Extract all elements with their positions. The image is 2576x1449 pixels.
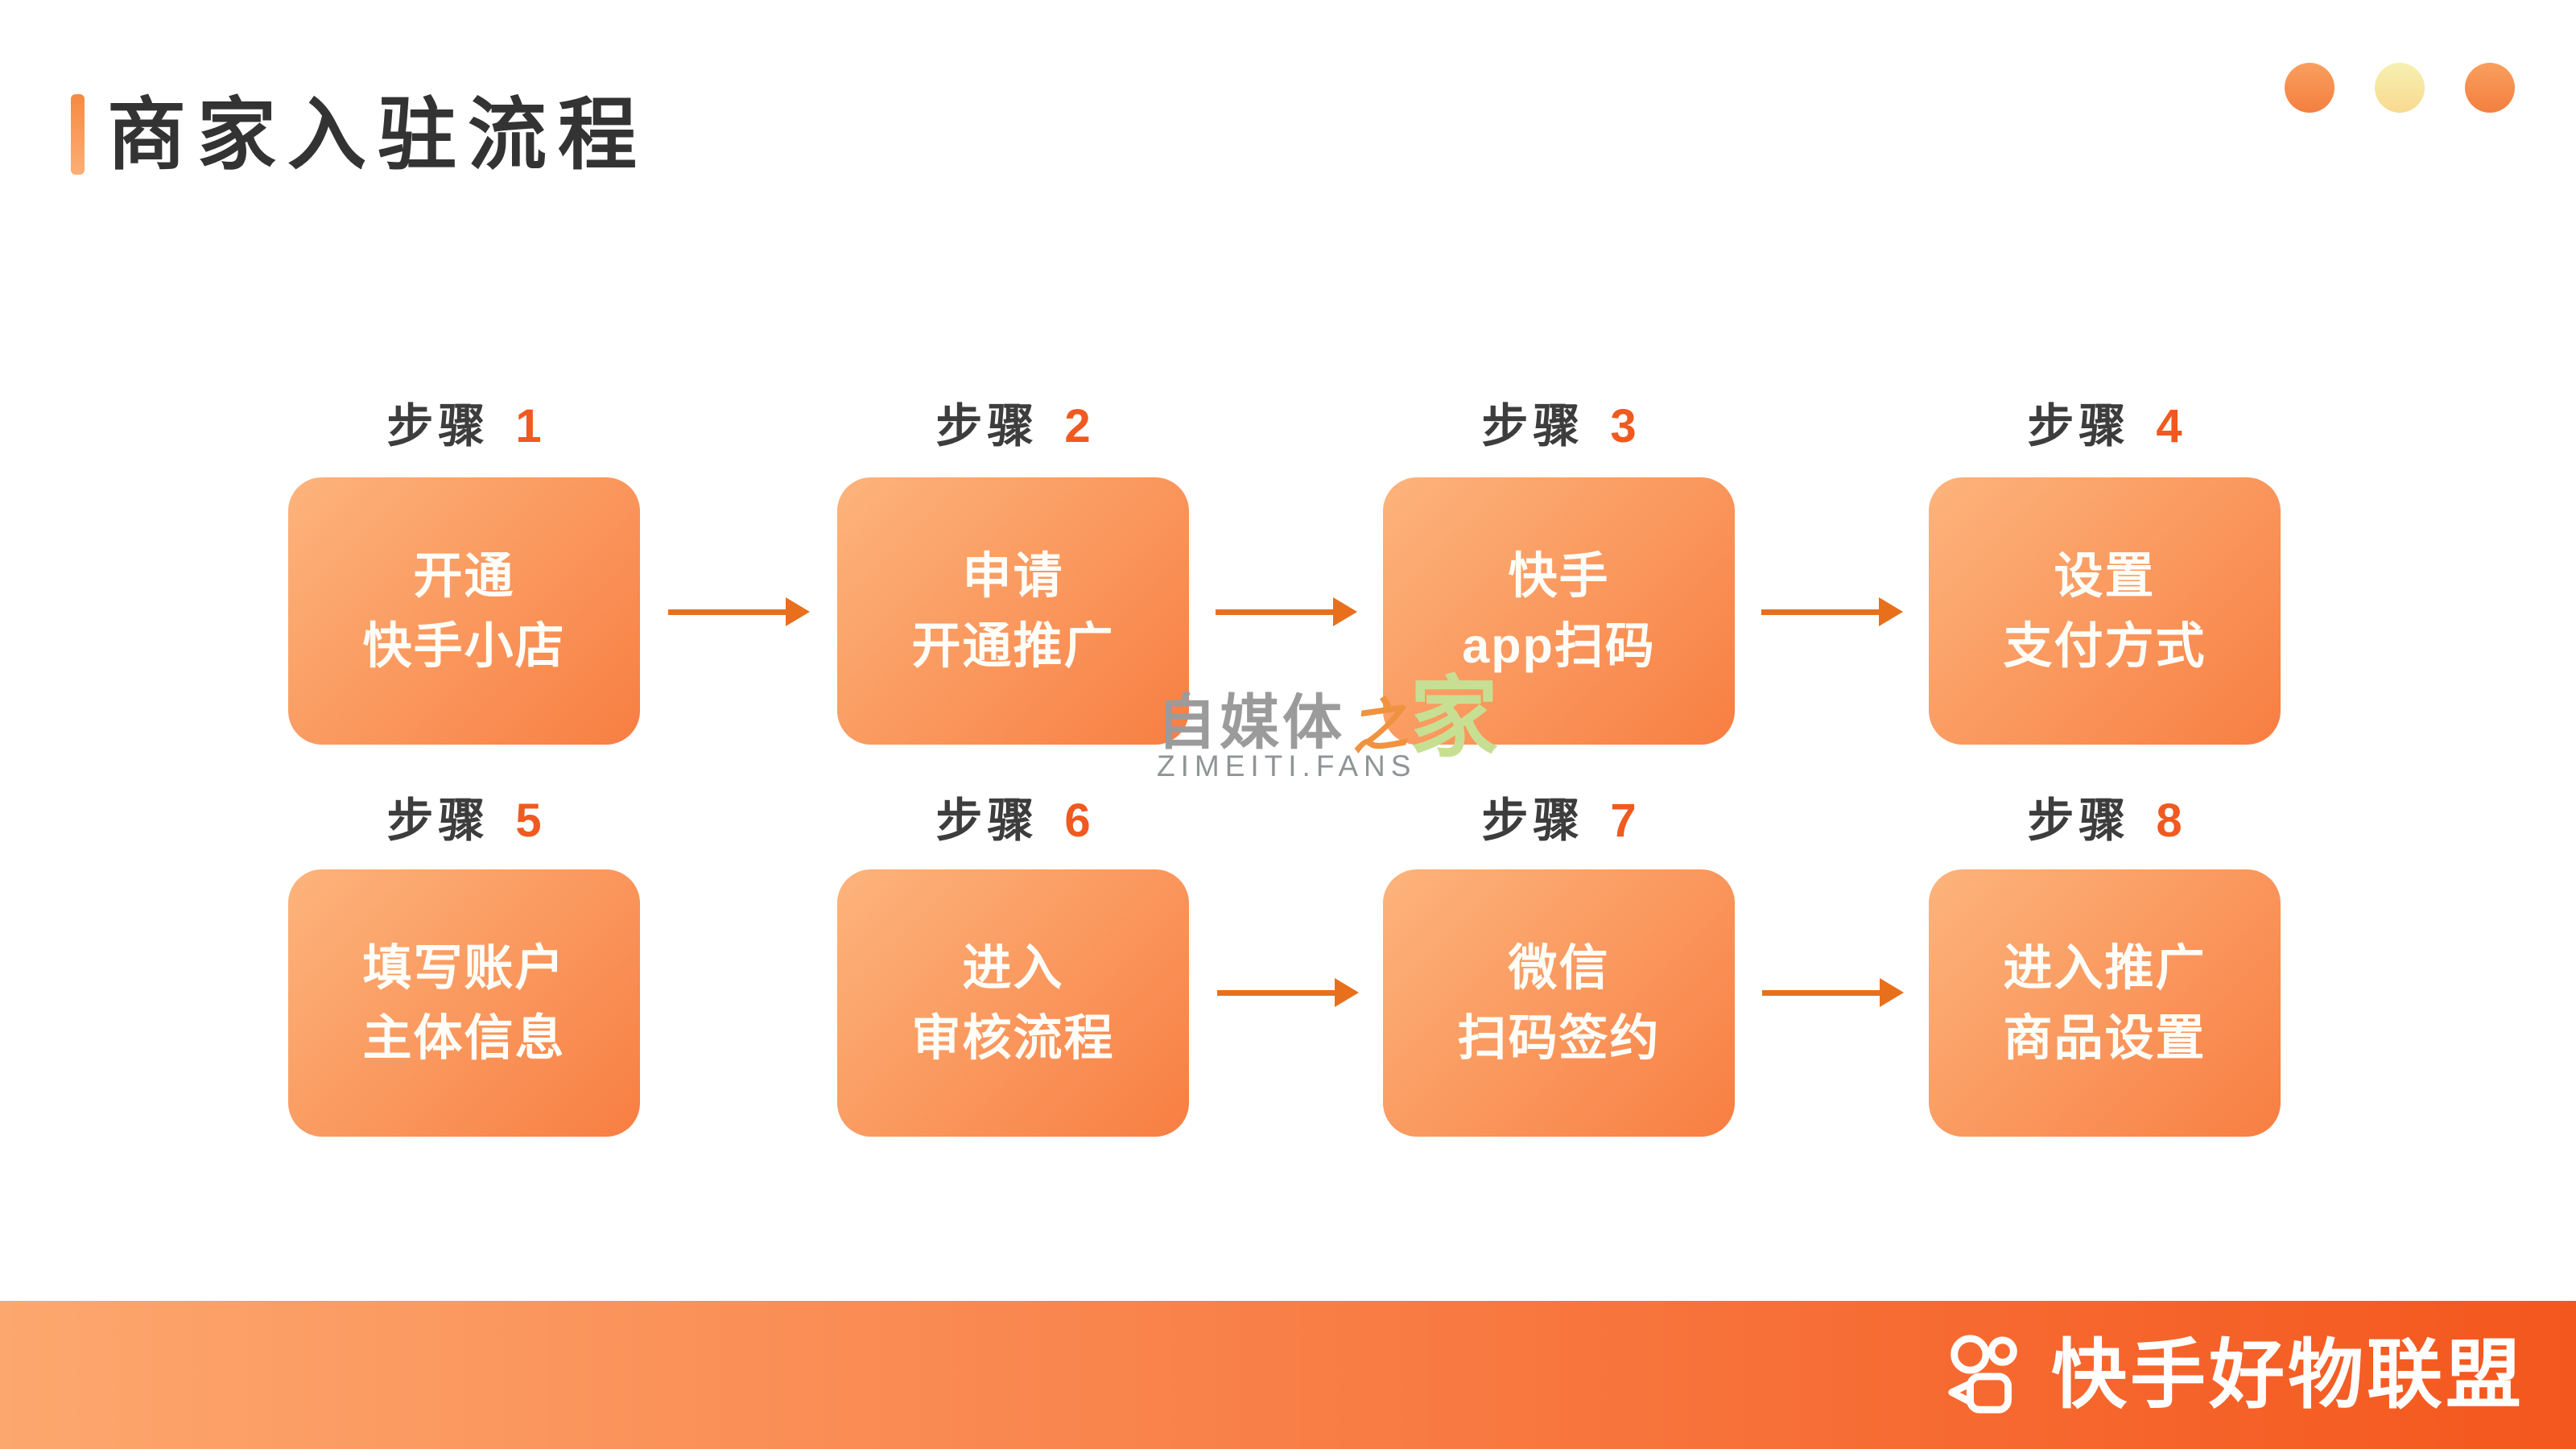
watermark-logo-text: 自媒体 之 家	[1157, 669, 1498, 768]
step-number: 3	[1610, 400, 1637, 452]
step-box-line2: 商品设置	[2003, 1010, 2207, 1065]
decor-dot-orange-left	[2285, 63, 2334, 113]
title-accent-bar	[71, 94, 85, 175]
step-box-2: 申请开通推广	[837, 477, 1189, 745]
step-box-7: 微信扫码签约	[1383, 869, 1735, 1137]
step-label-text: 步骤	[2027, 795, 2131, 847]
step-box-line2: 快手小店	[362, 618, 566, 673]
step-label-8: 步骤 8	[1929, 782, 2281, 850]
step-box-6: 进入审核流程	[837, 869, 1189, 1137]
footer-bar: 快手好物联盟	[0, 1301, 2576, 1449]
decor-dot-yellow	[2375, 63, 2425, 113]
step-box-line1: 填写账户	[362, 940, 566, 996]
step-label-text: 步骤	[386, 795, 490, 847]
watermark-text-green: 家	[1410, 669, 1498, 768]
arrow-right-icon	[668, 597, 810, 626]
step-number: 6	[1064, 795, 1091, 847]
step-box-4: 设置支付方式	[1929, 477, 2281, 745]
step-label-7: 步骤 7	[1383, 782, 1735, 850]
step-box-line1: 开通	[413, 548, 515, 604]
arrow-right-icon	[1761, 597, 1903, 626]
step-box-1: 开通快手小店	[288, 477, 640, 745]
step-box-line2: 审核流程	[911, 1010, 1115, 1065]
step-label-text: 步骤	[1481, 795, 1585, 847]
page-title: 商家入驻流程	[107, 90, 649, 179]
step-number: 8	[2156, 795, 2182, 847]
step-number: 2	[1064, 400, 1091, 452]
step-label-text: 步骤	[386, 400, 490, 452]
step-box-line1: 设置	[2054, 548, 2156, 604]
decor-dot-orange-right	[2465, 63, 2515, 113]
step-box-line2: 扫码签约	[1457, 1010, 1661, 1065]
step-number: 5	[515, 795, 542, 847]
step-label-1: 步骤 1	[288, 388, 640, 456]
watermark: 自媒体 之 家 ZIMEITI.FANS	[1157, 669, 1498, 783]
step-box-line1: 进入推广	[2003, 940, 2207, 996]
step-box-3: 快手 app扫码	[1383, 477, 1735, 745]
watermark-domain: ZIMEITI.FANS	[1157, 749, 1417, 783]
step-box-line2: 开通推广	[911, 618, 1115, 673]
arrow-right-icon	[1762, 978, 1904, 1007]
kuaishou-logo-icon	[1948, 1335, 2017, 1414]
footer-brand: 快手好物联盟	[1942, 1301, 2524, 1449]
page-header: 商家入驻流程	[71, 93, 648, 176]
step-label-3: 步骤 3	[1383, 388, 1735, 456]
step-label-text: 步骤	[935, 400, 1039, 452]
step-box-line2: 主体信息	[362, 1010, 566, 1065]
step-box-line2: 支付方式	[2003, 618, 2207, 673]
step-label-text: 步骤	[1481, 400, 1585, 452]
step-number: 7	[1610, 795, 1637, 847]
step-label-6: 步骤 6	[837, 782, 1189, 850]
step-label-2: 步骤 2	[837, 388, 1189, 456]
step-box-5: 填写账户主体信息	[288, 869, 640, 1137]
step-box-line1: 快手	[1508, 548, 1610, 604]
step-number: 1	[515, 400, 542, 452]
arrow-right-icon	[1216, 597, 1357, 626]
watermark-text-orange: 之	[1345, 691, 1411, 762]
step-box-line1: 微信	[1508, 940, 1610, 996]
step-label-text: 步骤	[935, 795, 1039, 847]
footer-brand-name: 快手好物联盟	[2050, 1332, 2524, 1417]
step-number: 4	[2156, 400, 2182, 452]
step-box-line2: app扫码	[1462, 618, 1656, 673]
step-label-5: 步骤 5	[288, 782, 640, 850]
step-label-text: 步骤	[2027, 400, 2131, 452]
step-box-line1: 进入	[962, 940, 1064, 996]
watermark-text-gray: 自媒体	[1157, 689, 1345, 757]
step-box-line1: 申请	[962, 548, 1064, 604]
step-box-8: 进入推广商品设置	[1929, 869, 2281, 1137]
arrow-right-icon	[1217, 978, 1359, 1007]
step-label-4: 步骤 4	[1929, 388, 2281, 456]
